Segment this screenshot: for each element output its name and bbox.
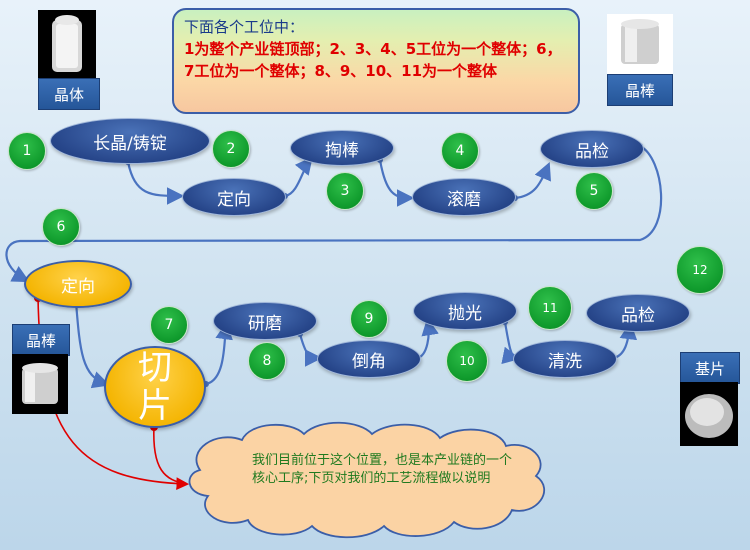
rod-image-icon — [607, 14, 673, 74]
rod-left-label: 晶棒 — [12, 324, 70, 356]
link-slice-grind — [205, 321, 233, 386]
step-slice: 切片 — [104, 346, 206, 428]
legend-note: 下面各个工位中： 1为整个产业链顶部；2、3、4、5工位为一个整体；6，7工位为… — [172, 8, 580, 114]
rod-top-label: 晶棒 — [607, 74, 673, 106]
step-number-8: 8 — [248, 342, 286, 380]
step-number-9: 9 — [350, 300, 388, 338]
note-title: 下面各个工位中： — [184, 18, 305, 36]
step-number-3: 3 — [326, 172, 364, 210]
step-number-1: 1 — [8, 132, 46, 170]
step-number-2: 2 — [212, 130, 250, 168]
rod-left-photo — [12, 354, 68, 414]
crystal-image-icon — [38, 10, 96, 78]
step-tumble: 滚磨 — [412, 178, 516, 216]
link-orient-round — [284, 156, 313, 198]
step-number-6: 6 — [42, 208, 80, 246]
link-tumble-inspect — [514, 161, 551, 200]
wafer-image-icon — [680, 382, 738, 446]
step-orient-2: 定向 — [24, 260, 132, 308]
step-orient-1: 定向 — [182, 178, 286, 216]
rod-image-icon-2 — [12, 354, 68, 414]
callout-line-2 — [153, 425, 187, 485]
step-number-7: 7 — [150, 306, 188, 344]
step-inspect-2: 品检 — [586, 294, 690, 332]
step-number-10: 10 — [446, 340, 488, 382]
crystal-photo — [38, 10, 96, 78]
step-number-11: 11 — [528, 286, 572, 330]
link-inspect-orient2 — [5, 145, 663, 283]
step-grow: 长晶/铸锭 — [50, 118, 210, 164]
step-clean: 清洗 — [513, 340, 617, 378]
step-round: 掏棒 — [290, 130, 394, 166]
step-polish: 抛光 — [413, 292, 517, 330]
link-orient2-slice — [74, 301, 111, 389]
step-number-4: 4 — [441, 132, 479, 170]
callout-text: 我们目前位于这个位置，也是本产业链的一个核心工序;下页对我们的工艺流程做以说明 — [252, 453, 513, 486]
step-grind: 研磨 — [213, 302, 317, 340]
note-body: 1为整个产业链顶部；2、3、4、5工位为一个整体；6，7工位为一个整体；8、9、… — [184, 40, 562, 80]
cloud-shape — [188, 421, 546, 539]
substrate-photo — [680, 382, 738, 446]
step-number-5: 5 — [575, 172, 613, 210]
substrate-label: 基片 — [680, 352, 740, 384]
step-number-12: 12 — [676, 246, 724, 294]
rod-top-photo — [607, 14, 673, 74]
step-inspect-1: 品检 — [540, 130, 644, 168]
crystal-label: 晶体 — [38, 78, 100, 110]
step-chamfer: 倒角 — [317, 340, 421, 378]
link-grind-chamfer — [298, 333, 323, 367]
link-grow-orient — [126, 161, 185, 205]
link-round-tumble — [378, 159, 415, 207]
